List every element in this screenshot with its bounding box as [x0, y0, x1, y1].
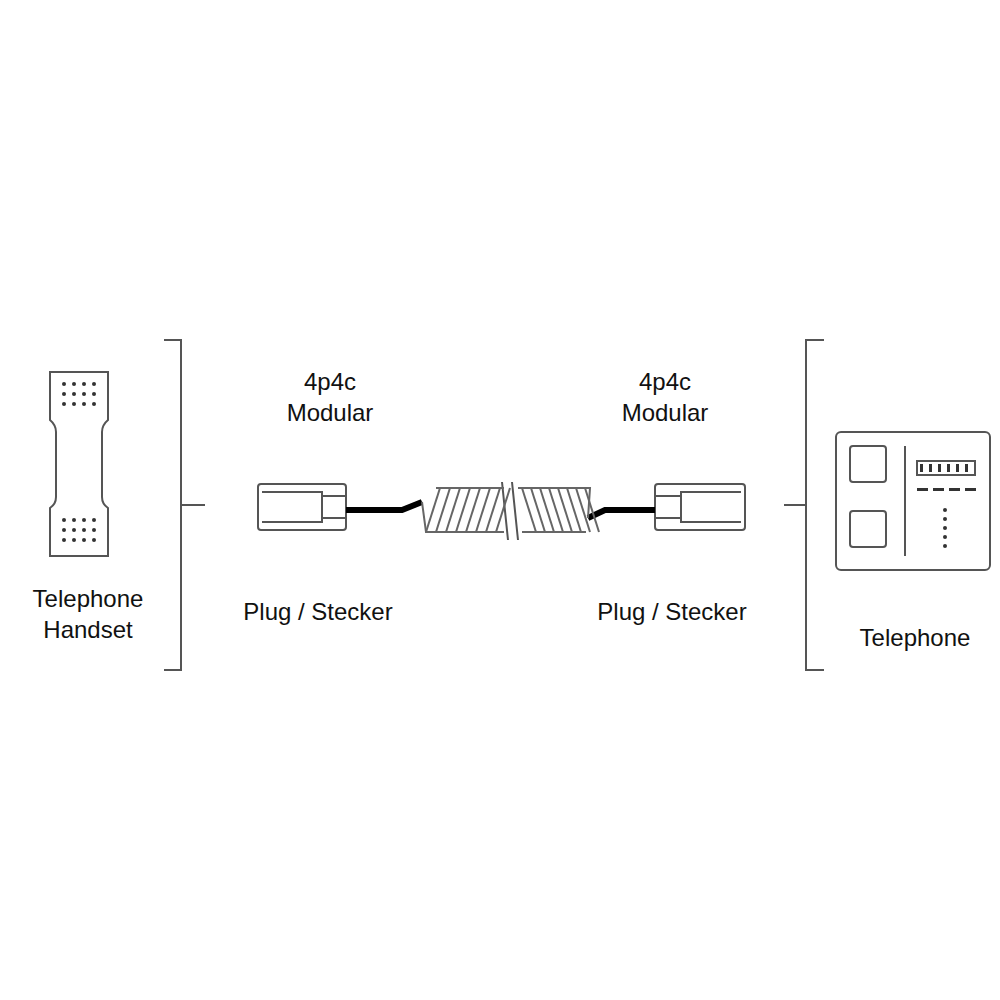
cable [346, 502, 422, 510]
handset-hole [62, 528, 66, 532]
handset-hole [72, 518, 76, 522]
bracket [164, 340, 205, 670]
handset-hole [62, 392, 66, 396]
key-dash [965, 488, 976, 491]
handset-hole [72, 402, 76, 406]
key-dash [933, 488, 944, 491]
handset-hole [62, 382, 66, 386]
part-name: Plug / Stecker [567, 596, 777, 627]
modular-plug [258, 484, 346, 530]
cable [588, 510, 655, 518]
handset-hole [82, 528, 86, 532]
handset-hole [92, 518, 96, 522]
handset-hole [92, 402, 96, 406]
key-dot [943, 526, 947, 530]
key-dash [949, 488, 960, 491]
coil-outline [422, 488, 590, 532]
key-mark [956, 464, 959, 472]
part-name: Plug / Stecker [213, 596, 423, 627]
key-mark [947, 464, 950, 472]
handset-hole [92, 538, 96, 542]
handset-hole [72, 382, 76, 386]
handset-hole [72, 528, 76, 532]
key-dot [943, 517, 947, 521]
bracket [784, 340, 824, 670]
handset-hole [72, 392, 76, 396]
handset-hole [82, 392, 86, 396]
key-mark [920, 464, 923, 472]
coil-winding [585, 488, 599, 532]
handset-hole [92, 528, 96, 532]
handset-hole [62, 402, 66, 406]
key-mark [965, 464, 968, 472]
handset-hole [82, 518, 86, 522]
handset-hole [82, 538, 86, 542]
key-dot [943, 544, 947, 548]
device-name: Telephone [840, 622, 990, 653]
handset-icon [50, 372, 108, 556]
modular-plug [655, 484, 745, 530]
handset-hole [72, 538, 76, 542]
telephone-icon [836, 432, 990, 570]
connector-type: 4p4c Modular [595, 366, 735, 428]
connector-type: 4p4c Modular [260, 366, 400, 428]
key-mark [929, 464, 932, 472]
coil-winding [496, 488, 510, 532]
key-dot [943, 535, 947, 539]
key-dot [943, 508, 947, 512]
device-name: Telephone Handset [13, 583, 163, 645]
handset-hole [62, 538, 66, 542]
key-dash [917, 488, 928, 491]
handset-hole [82, 402, 86, 406]
handset-hole [92, 382, 96, 386]
handset-hole [92, 392, 96, 396]
key-mark [938, 464, 941, 472]
handset-hole [62, 518, 66, 522]
handset-hole [82, 382, 86, 386]
